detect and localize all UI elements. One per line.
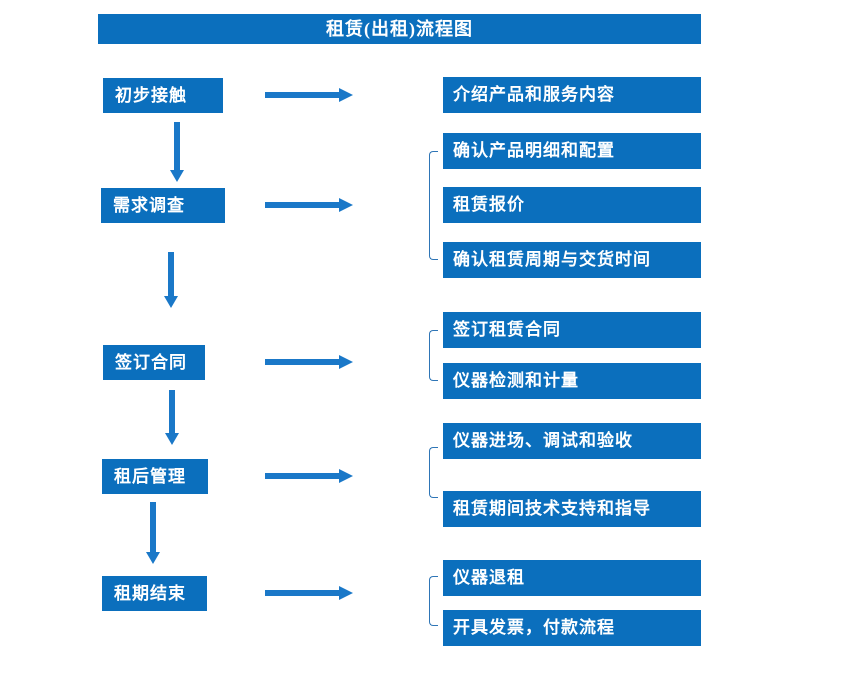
group-bracket-icon <box>429 447 438 498</box>
arrow-head <box>339 88 353 102</box>
page-title: 租赁(出租)流程图 <box>98 14 701 44</box>
arrow-right-icon <box>265 88 353 102</box>
detail-box: 仪器检测和计量 <box>443 363 701 399</box>
step-box-2: 需求调查 <box>101 188 225 223</box>
arrow-head <box>339 586 353 600</box>
arrow-head <box>339 198 353 212</box>
arrow-shaft <box>150 502 156 552</box>
detail-box: 仪器进场、调试和验收 <box>443 423 701 459</box>
arrow-shaft <box>265 202 339 208</box>
detail-box: 租赁报价 <box>443 187 701 223</box>
arrow-shaft <box>265 92 339 98</box>
detail-box: 签订租赁合同 <box>443 312 701 348</box>
arrow-head <box>146 552 160 564</box>
detail-box: 确认租赁周期与交货时间 <box>443 242 701 278</box>
arrow-shaft <box>169 390 175 433</box>
detail-box: 租赁期间技术支持和指导 <box>443 491 701 527</box>
step-box-5: 租期结束 <box>102 576 207 611</box>
arrow-right-icon <box>265 355 353 369</box>
detail-box: 开具发票，付款流程 <box>443 610 701 646</box>
arrow-right-icon <box>265 198 353 212</box>
arrow-down-icon <box>165 390 179 445</box>
arrow-right-icon <box>265 586 353 600</box>
arrow-head <box>339 355 353 369</box>
arrow-head <box>164 296 178 308</box>
group-bracket-icon <box>429 151 438 260</box>
arrow-shaft <box>174 122 180 170</box>
detail-box: 确认产品明细和配置 <box>443 133 701 169</box>
step-box-4: 租后管理 <box>102 459 208 494</box>
arrow-down-icon <box>170 122 184 182</box>
arrow-head <box>165 433 179 445</box>
arrow-shaft <box>168 252 174 296</box>
arrow-head <box>170 170 184 182</box>
step-box-3: 签订合同 <box>103 345 205 380</box>
arrow-right-icon <box>265 469 353 483</box>
detail-box: 仪器退租 <box>443 560 701 596</box>
arrow-shaft <box>265 359 339 365</box>
arrow-down-icon <box>146 502 160 564</box>
arrow-head <box>339 469 353 483</box>
detail-box: 介绍产品和服务内容 <box>443 77 701 113</box>
step-box-1: 初步接触 <box>103 78 223 113</box>
arrow-shaft <box>265 473 339 479</box>
group-bracket-icon <box>429 576 438 626</box>
group-bracket-icon <box>429 330 438 381</box>
arrow-shaft <box>265 590 339 596</box>
arrow-down-icon <box>164 252 178 308</box>
